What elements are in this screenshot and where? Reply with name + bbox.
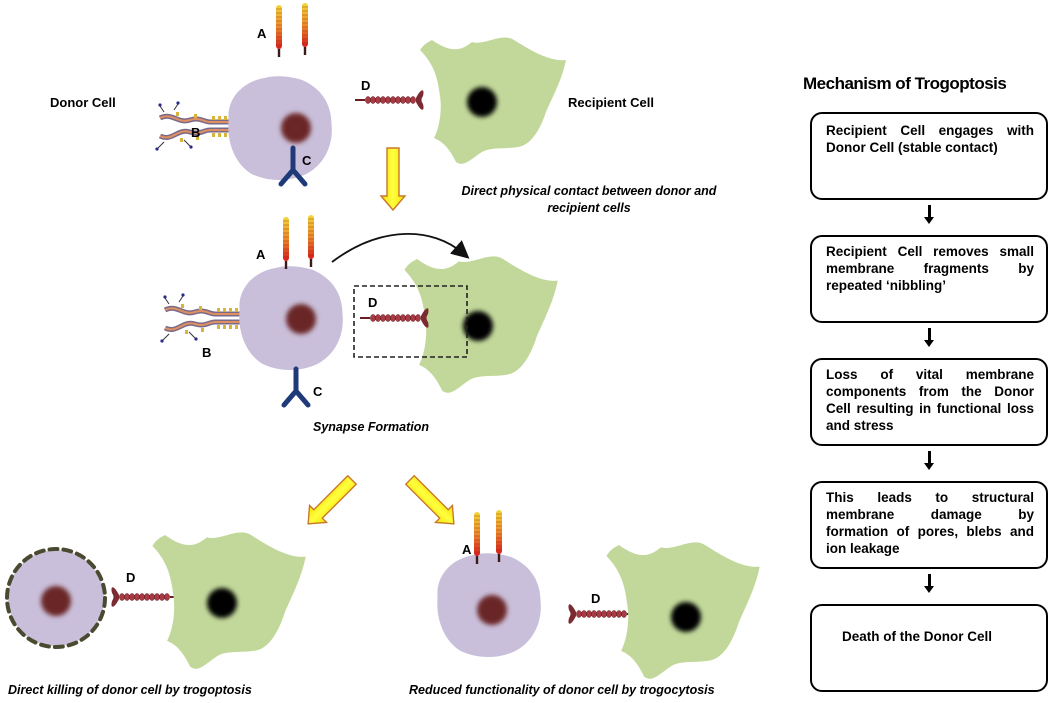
down-arrow-icon (924, 574, 934, 593)
receptor-a-icon (301, 2, 309, 56)
receptor-c-icon (284, 369, 308, 405)
receptor-a-label: A (257, 26, 267, 41)
mechanism-title: Mechanism of Trogoptosis (803, 74, 1007, 93)
receptor-a-label: A (256, 247, 266, 262)
synapse-caption: Synapse Formation (313, 420, 429, 434)
stage-1-donor-cell (155, 2, 425, 184)
stage-3a-recipient-cell (152, 532, 306, 669)
receptor-b-label: B (191, 125, 201, 140)
receptor-d-icon (110, 586, 181, 608)
synapse-highlight-box (353, 285, 468, 358)
receptor-a-icon (275, 4, 283, 58)
damaged-membrane (5, 547, 107, 649)
receptor-b-label: B (202, 345, 212, 360)
contact-caption: Direct physical contact between donor an… (424, 183, 754, 217)
receptor-d-icon (354, 89, 425, 111)
receptor-d-icon (567, 603, 638, 625)
receptor-a-label: A (462, 542, 472, 557)
stage-2-donor-cell (160, 214, 343, 405)
receptor-a-icon (307, 214, 315, 268)
recipient-nucleus (207, 588, 237, 618)
contact-caption-line-1: Direct physical contact between donor an… (461, 184, 717, 198)
receptor-d-icon (359, 307, 430, 329)
down-arrow-icon (924, 451, 934, 470)
receptor-d-label: D (368, 295, 378, 310)
stage-3a-donor-cell (5, 547, 107, 649)
recipient-cell-label: Recipient Cell (568, 95, 654, 110)
mechanism-step-5: Death of the Donor Cell (810, 604, 1048, 692)
receptor-b-icon (160, 293, 245, 342)
receptor-a-icon (282, 216, 290, 270)
receptor-d-label: D (126, 570, 136, 585)
mechanism-step-4: This leads to structural membrane damage… (810, 481, 1048, 569)
contact-caption-line-2: recipient cells (547, 201, 631, 215)
receptor-d-label: D (591, 591, 601, 606)
stage-1-recipient-cell (420, 37, 566, 164)
stage-3b-recipient-cell (606, 542, 760, 679)
recipient-nucleus (463, 311, 493, 341)
donor-nucleus (286, 304, 316, 334)
trogoptosis-caption: Direct killing of donor cell by trogopto… (8, 683, 252, 697)
stage-2-recipient-cell (404, 256, 558, 393)
recipient-nucleus (671, 602, 701, 632)
receptor-c-label: C (302, 153, 312, 168)
donor-nucleus (41, 586, 71, 616)
recipient-nucleus (467, 87, 497, 117)
mechanism-step-3: Loss of vital membrane components from t… (810, 358, 1048, 446)
donor-nucleus (281, 113, 311, 143)
down-right-arrow-icon (400, 470, 464, 534)
mechanism-step-1: Recipient Cell engages with Donor Cell (… (810, 112, 1048, 200)
down-arrow-icon (924, 328, 934, 347)
down-arrow-icon (380, 147, 406, 211)
donor-nucleus (477, 595, 507, 625)
down-arrow-icon (924, 205, 934, 224)
stage-3b-donor-cell (437, 509, 541, 657)
trogocytosis-caption: Reduced functionality of donor cell by t… (409, 683, 715, 697)
receptor-d-label: D (361, 78, 371, 93)
mechanism-step-2: Recipient Cell removes small membrane fr… (810, 235, 1048, 323)
down-left-arrow-icon (298, 470, 362, 534)
transfer-arrow-icon (331, 233, 470, 263)
donor-cell-label: Donor Cell (50, 95, 116, 110)
receptor-c-label: C (313, 384, 323, 399)
